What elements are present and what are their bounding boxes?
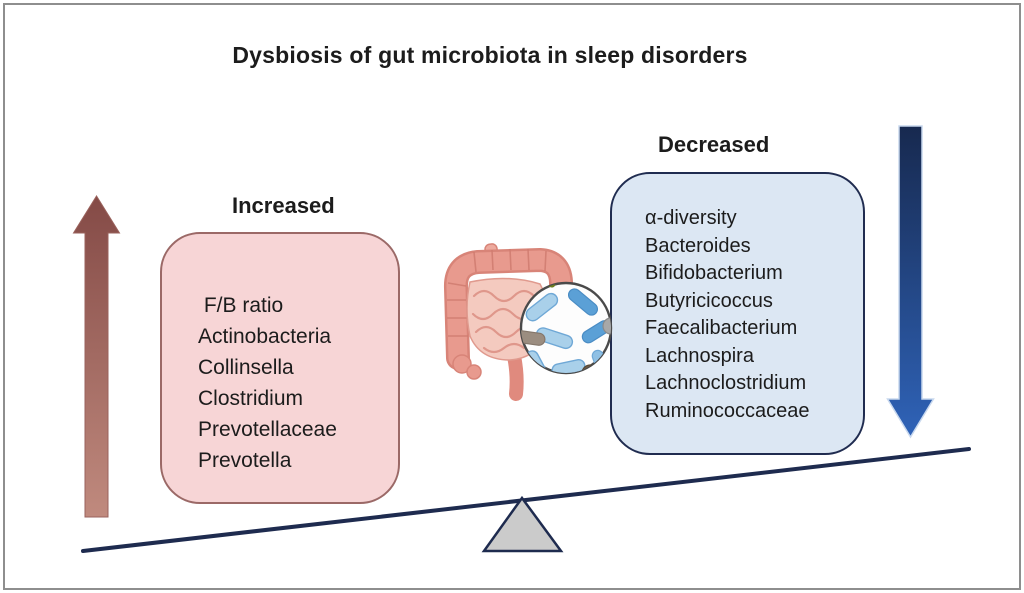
down-arrow-icon bbox=[886, 125, 935, 439]
decreased-item: Faecalibacterium bbox=[645, 317, 798, 339]
intestine-icon bbox=[444, 243, 574, 401]
increased-box: F/B ratio Actinobacteria Collinsella Clo… bbox=[160, 232, 400, 504]
figure-frame-border bbox=[3, 3, 1021, 590]
decreased-box: α-diversity Bacteroides Bifidobacterium … bbox=[610, 172, 865, 455]
increased-label: Increased bbox=[232, 193, 335, 218]
decreased-item: Ruminococcaceae bbox=[645, 399, 810, 422]
figure-title: Dysbiosis of gut microbiota in sleep dis… bbox=[232, 42, 748, 68]
decreased-item: Bacteroides bbox=[645, 234, 751, 257]
gut-microbiota-illustration bbox=[444, 243, 613, 401]
decreased-label: Decreased bbox=[658, 132, 770, 157]
magnifier-circle bbox=[519, 281, 613, 375]
decreased-item: α-diversity bbox=[645, 207, 737, 229]
increased-item: Prevotellaceae bbox=[198, 418, 337, 441]
fulcrum-triangle bbox=[481, 495, 564, 553]
increased-item: Clostridium bbox=[198, 387, 304, 410]
increased-item: Prevotella bbox=[198, 449, 292, 472]
increased-item: Collinsella bbox=[198, 356, 294, 379]
decreased-item: Lachnoclostridium bbox=[645, 372, 807, 394]
decreased-item: Lachnospira bbox=[645, 344, 754, 367]
up-arrow-icon bbox=[72, 195, 121, 518]
increased-item: Actinobacteria bbox=[198, 325, 332, 348]
decreased-item: Butyricicoccus bbox=[645, 289, 773, 312]
increased-item: F/B ratio bbox=[198, 294, 284, 317]
bacteria-icons bbox=[521, 283, 611, 373]
decreased-item: Bifidobacterium bbox=[645, 262, 783, 284]
